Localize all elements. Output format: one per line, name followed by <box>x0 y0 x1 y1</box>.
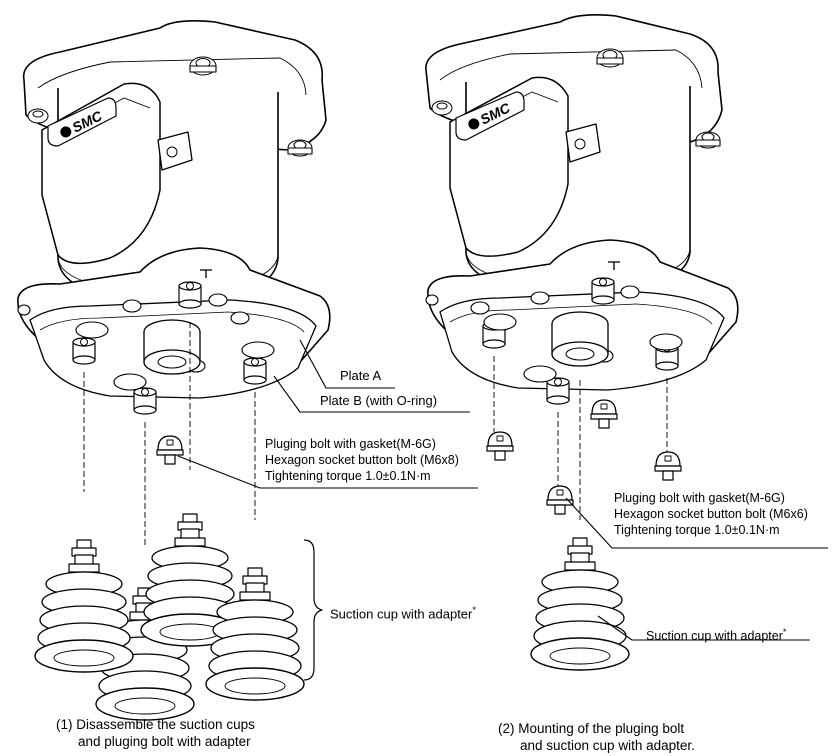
label-torque-right: Tightening torque 1.0±0.1N·m <box>614 523 780 537</box>
label-plate-a: Plate A <box>340 368 382 383</box>
label-suction-cup-right: Suction cup with adapter* <box>646 624 786 644</box>
label-hex-bolt-right: Hexagon socket button bolt (M6x6) <box>614 507 808 521</box>
label-suction-cup-left-text: Suction cup with adapter <box>330 606 473 622</box>
caption-left-line2: and pluging bolt with adapter <box>78 734 251 749</box>
right-assembly <box>425 14 828 671</box>
left-assembly <box>17 20 478 721</box>
label-torque-left: Tightening torque 1.0±0.1N·m <box>265 469 431 483</box>
label-plate-b: Plate B (with O-ring) <box>320 393 438 408</box>
label-pluging-bolt-right: Pluging bolt with gasket(M-6G) <box>614 491 785 505</box>
caption-right-line1: (2) Mounting of the pluging bolt <box>498 721 685 736</box>
label-hex-bolt-left: Hexagon socket button bolt (M6x8) <box>265 453 459 467</box>
label-suction-cup-right-mark: * <box>782 627 787 637</box>
label-suction-cup-left-mark: * <box>472 605 476 615</box>
label-suction-cup-right-text: Suction cup with adapter <box>646 629 783 644</box>
caption-left-line1: (1) Disassemble the suction cups <box>56 717 255 732</box>
caption-right-line2: and suction cup with adapter. <box>520 738 695 753</box>
label-suction-cup-left: Suction cup with adapter* <box>330 602 476 622</box>
label-pluging-bolt-left: Pluging bolt with gasket(M-6G) <box>265 437 436 451</box>
